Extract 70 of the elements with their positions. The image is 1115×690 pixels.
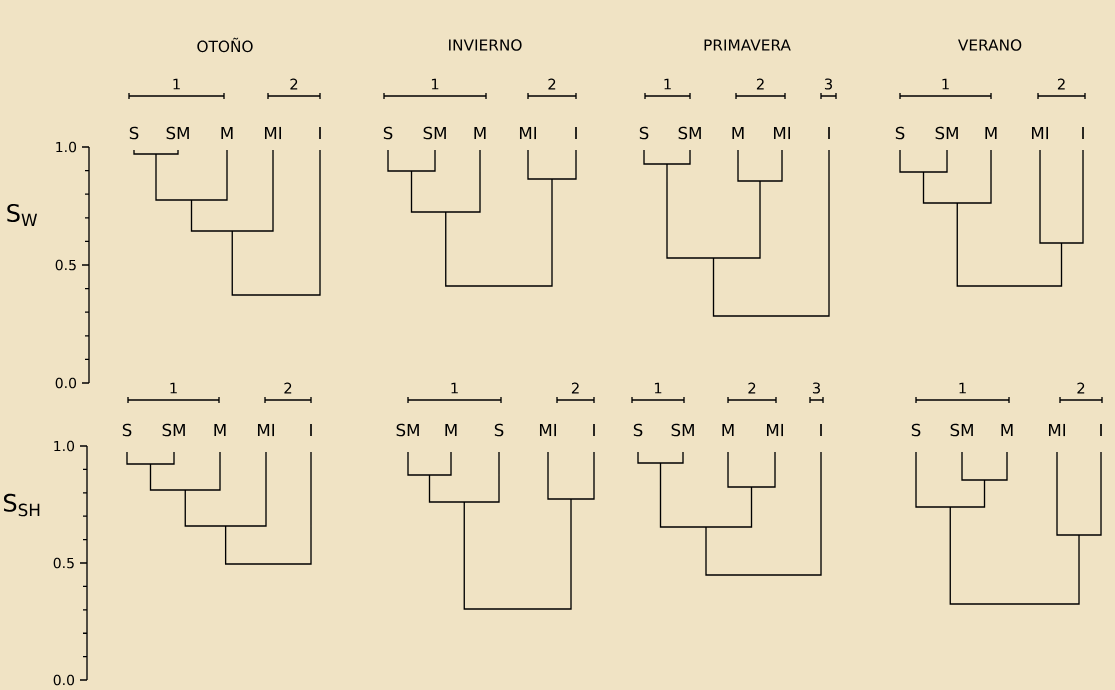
leaf-label: M xyxy=(732,126,744,140)
leaf-label: SM xyxy=(950,423,973,437)
group-number: 3 xyxy=(812,382,820,394)
leaf-label: SM xyxy=(935,126,958,140)
leaf-label: S xyxy=(633,423,643,437)
leaf-label: MI xyxy=(520,126,536,140)
leaf-label: SM xyxy=(671,423,694,437)
tick-label: 1.0 xyxy=(56,141,77,153)
leaf-label: I xyxy=(820,423,822,437)
leaf-label: I xyxy=(1082,126,1084,140)
group-number: 3 xyxy=(824,78,832,90)
leaf-label: MI xyxy=(265,126,281,140)
tick-label: 0.5 xyxy=(55,259,76,271)
leaf-label: MI xyxy=(1049,423,1066,437)
leaf-label: MI xyxy=(767,423,783,437)
leaf-label: MI xyxy=(1032,126,1049,140)
group-number: 2 xyxy=(284,382,292,394)
group-number: 2 xyxy=(290,78,298,90)
leaf-label: M xyxy=(214,423,226,437)
leaf-label: I xyxy=(310,423,312,437)
group-number: 1 xyxy=(942,78,949,90)
leaf-label: SM xyxy=(423,126,446,140)
leaf-label: S xyxy=(494,423,504,437)
leaf-label: M xyxy=(1001,423,1013,437)
season-title: INVIERNO xyxy=(449,39,522,51)
leaf-label: S xyxy=(129,126,139,140)
leaf-label: SM xyxy=(166,126,189,140)
leaf-label: M xyxy=(985,126,997,140)
tick-label: 1.0 xyxy=(54,440,75,452)
leaf-label: MI xyxy=(258,423,274,437)
leaf-label: M xyxy=(221,126,233,140)
tick-label: 0.5 xyxy=(53,557,74,569)
leaf-label: I xyxy=(593,423,595,437)
leaf-label: M xyxy=(445,423,457,437)
group-number: 1 xyxy=(431,78,439,90)
group-number: 1 xyxy=(173,78,180,90)
axis-title: S$_{W}$ xyxy=(7,203,38,227)
leaf-label: I xyxy=(575,126,577,140)
leaf-label: I xyxy=(828,126,830,140)
leaf-label: S xyxy=(639,126,649,140)
leaf-label: S xyxy=(122,423,132,437)
season-title: PRIMAVERA xyxy=(704,39,791,51)
group-number: 1 xyxy=(664,78,671,90)
tick-label: 0.0 xyxy=(55,377,77,389)
leaf-label: S xyxy=(383,126,393,140)
group-number: 2 xyxy=(748,382,756,394)
group-number: 2 xyxy=(571,382,579,394)
leaf-label: I xyxy=(1100,423,1102,437)
leaf-label: MI xyxy=(540,423,556,437)
leaf-label: I xyxy=(319,126,321,140)
tick-label: 0.0 xyxy=(53,674,75,686)
group-number: 2 xyxy=(1077,382,1085,394)
group-number: 2 xyxy=(548,78,556,90)
leaf-label: S xyxy=(911,423,921,437)
season-title: VERANO xyxy=(958,39,1022,51)
group-number: 1 xyxy=(654,382,662,394)
group-number: 2 xyxy=(756,78,764,90)
group-number: 2 xyxy=(1057,78,1065,90)
season-title: OTOÑO xyxy=(197,37,253,53)
group-number: 1 xyxy=(959,382,966,394)
leaf-label: S xyxy=(895,126,905,140)
group-number: 1 xyxy=(170,382,177,394)
leaf-label: M xyxy=(474,126,486,140)
leaf-label: SM xyxy=(678,126,701,140)
leaf-label: SM xyxy=(396,423,419,437)
leaf-label: SM xyxy=(162,423,185,437)
leaf-label: MI xyxy=(774,126,790,140)
axis-title: S$_{SH}$ xyxy=(4,493,40,517)
leaf-label: M xyxy=(722,423,734,437)
group-number: 1 xyxy=(451,382,458,394)
